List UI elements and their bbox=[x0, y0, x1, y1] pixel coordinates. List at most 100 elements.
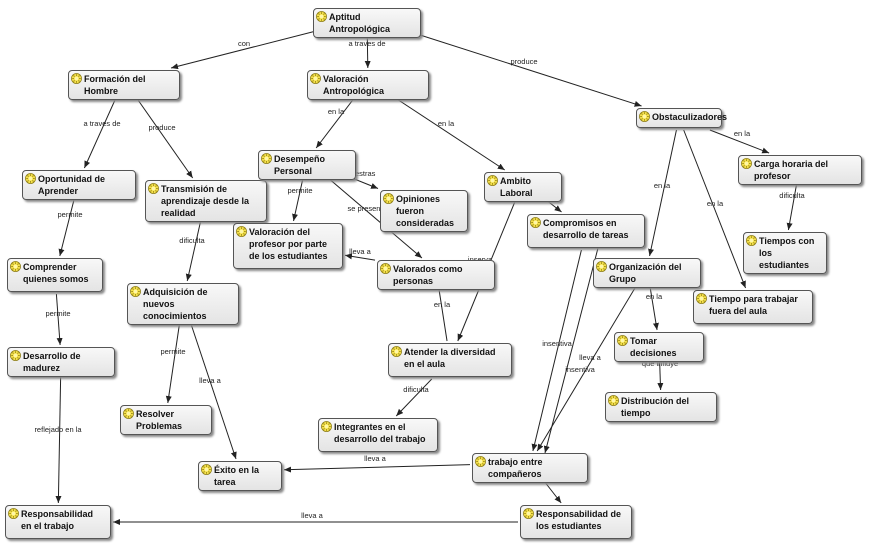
lightbulb-icon bbox=[523, 508, 534, 519]
link-label: permite bbox=[287, 186, 312, 195]
link-madurez-respTrabajo bbox=[55, 368, 62, 504]
concept-label: Comprender quienes somos bbox=[23, 262, 89, 284]
lightbulb-icon bbox=[316, 11, 327, 22]
concept-node-valorados[interactable]: Valorados como personas bbox=[377, 260, 495, 290]
link-label: en la bbox=[654, 181, 671, 190]
link-desempeno-valprofesor bbox=[292, 171, 305, 222]
link-label: reflejado en la bbox=[34, 425, 82, 434]
concept-label: Carga horaria del profesor bbox=[754, 159, 829, 181]
concept-label: Responsabilidad de los estudiantes bbox=[536, 509, 622, 531]
link-label: a traves de bbox=[348, 39, 385, 48]
concept-label: Éxito en la tarea bbox=[214, 465, 260, 487]
lightbulb-icon bbox=[596, 261, 607, 272]
link-valorados-valprofesor bbox=[344, 253, 376, 261]
concept-label: Tiempo para trabajar fuera del aula bbox=[709, 294, 798, 316]
link-label: dificulta bbox=[779, 191, 805, 200]
link-label: muestras bbox=[345, 169, 376, 178]
link-label: permite bbox=[160, 347, 185, 356]
concept-node-madurez[interactable]: Desarrollo de madurez bbox=[7, 347, 115, 377]
link-label: permite bbox=[45, 309, 70, 318]
lightbulb-icon bbox=[71, 73, 82, 84]
link-obstaculizadores-tiempotrabajar bbox=[683, 129, 747, 289]
concept-label: Tomar decisiones bbox=[630, 336, 677, 358]
lightbulb-icon bbox=[123, 408, 134, 419]
concept-node-tomar[interactable]: Tomar decisiones bbox=[614, 332, 704, 362]
link-organizacion-trabajo bbox=[536, 279, 641, 452]
concept-node-obstaculizadores[interactable]: Obstaculizadores bbox=[636, 108, 727, 128]
concept-label: Valoración Antropológica bbox=[323, 74, 384, 96]
link-label: lleva a bbox=[301, 511, 324, 520]
concept-label: Valorados como personas bbox=[393, 264, 463, 286]
lightbulb-icon bbox=[475, 456, 486, 467]
link-label: lleva a bbox=[364, 454, 387, 463]
concept-label: Formación del Hombre bbox=[84, 74, 146, 96]
concept-node-valoracion[interactable]: Valoración Antropológica bbox=[307, 70, 429, 100]
link-atender-valorados bbox=[435, 281, 448, 342]
link-aptitud-formacion bbox=[170, 29, 321, 70]
concept-node-distribucion[interactable]: Distribución del tiempo bbox=[605, 392, 717, 422]
link-trabajo-exito bbox=[283, 464, 471, 473]
concept-node-formacion[interactable]: Formación del Hombre bbox=[68, 70, 180, 100]
link-atender-integrantes bbox=[395, 378, 433, 417]
concept-label: trabajo entre compañeros bbox=[488, 457, 543, 479]
concept-node-exito[interactable]: Éxito en la tarea bbox=[198, 461, 282, 491]
link-compromisos-trabajo-2 bbox=[543, 247, 599, 454]
concept-node-transmision[interactable]: Transmisión de aprendizaje desde la real… bbox=[145, 180, 267, 222]
link-label: a traves de bbox=[83, 119, 120, 128]
link-label: dificulta bbox=[179, 236, 205, 245]
lightbulb-icon bbox=[261, 153, 272, 164]
lightbulb-icon bbox=[383, 193, 394, 204]
lightbulb-icon bbox=[696, 293, 707, 304]
link-label: permite bbox=[57, 210, 82, 219]
concept-node-opiniones[interactable]: Opiniones fueron consideradas bbox=[380, 190, 468, 232]
concept-node-tiempos[interactable]: Tiempos con los estudiantes bbox=[743, 232, 827, 274]
concept-node-tiempotrabajar[interactable]: Tiempo para trabajar fuera del aula bbox=[693, 290, 813, 324]
concept-node-resolver[interactable]: Resolver Problemas bbox=[120, 405, 212, 435]
link-transmision-adquisicion bbox=[185, 215, 203, 282]
link-valoracion-desempeno bbox=[315, 91, 360, 149]
link-valoracion-ambito bbox=[385, 91, 506, 171]
concept-label: Desarrollo de madurez bbox=[23, 351, 81, 373]
concept-node-organizacion[interactable]: Organización del Grupo bbox=[593, 258, 701, 288]
lightbulb-icon bbox=[310, 73, 321, 84]
concept-label: Aptitud Antropológica bbox=[329, 12, 390, 34]
lightbulb-icon bbox=[8, 508, 19, 519]
concept-node-atender[interactable]: Atender la diversidad en el aula bbox=[388, 343, 512, 377]
concept-node-respEstud[interactable]: Responsabilidad de los estudiantes bbox=[520, 505, 632, 539]
concept-label: Oportunidad de Aprender bbox=[38, 174, 105, 196]
concept-label: Resolver Problemas bbox=[136, 409, 183, 431]
concept-label: Ambito Laboral bbox=[500, 176, 533, 198]
lightbulb-icon bbox=[201, 464, 212, 475]
link-label: lleva a bbox=[349, 247, 372, 256]
concept-node-valprofesor[interactable]: Valoración del profesor por parte de los… bbox=[233, 223, 343, 269]
concept-node-respTrabajo[interactable]: Responsabilidad en el trabajo bbox=[5, 505, 111, 539]
concept-node-aptitud[interactable]: Aptitud Antropológica bbox=[313, 8, 421, 38]
concept-node-carga[interactable]: Carga horaria del profesor bbox=[738, 155, 862, 185]
lightbulb-icon bbox=[639, 111, 650, 122]
concept-node-oportunidad[interactable]: Oportunidad de Aprender bbox=[22, 170, 136, 200]
concept-node-compromisos[interactable]: Compromisos en desarrollo de tareas bbox=[527, 214, 645, 248]
concept-node-desempeno[interactable]: Desempeño Personal bbox=[258, 150, 356, 180]
link-label: en la bbox=[734, 129, 751, 138]
concept-node-adquisicion[interactable]: Adquisición de nuevos conocimientos bbox=[127, 283, 239, 325]
link-label: produce bbox=[510, 57, 537, 66]
concept-label: Desempeño Personal bbox=[274, 154, 326, 176]
link-comprender-madurez bbox=[55, 293, 63, 346]
lightbulb-icon bbox=[10, 261, 21, 272]
lightbulb-icon bbox=[236, 226, 247, 237]
link-compromisos-trabajo bbox=[531, 249, 582, 452]
link-aptitud-obstaculizadores bbox=[404, 29, 642, 107]
concept-label: Valoración del profesor por parte de los… bbox=[249, 227, 328, 261]
link-obstaculizadores-carga bbox=[709, 129, 770, 154]
link-label: lleva a bbox=[199, 376, 222, 385]
concept-label: Adquisición de nuevos conocimientos bbox=[143, 287, 208, 321]
concept-node-trabajo[interactable]: trabajo entre compañeros bbox=[472, 453, 588, 483]
link-formacion-oportunidad bbox=[83, 91, 120, 169]
concept-node-integrantes[interactable]: Integrantes en el desarrollo del trabajo bbox=[318, 418, 438, 452]
link-label: insentiva bbox=[542, 339, 572, 348]
concept-node-comprender[interactable]: Comprender quienes somos bbox=[7, 258, 103, 292]
concept-label: Organización del Grupo bbox=[609, 262, 682, 284]
link-formacion-transmision bbox=[132, 91, 194, 179]
link-adquisicion-exito bbox=[188, 318, 237, 460]
concept-node-ambito[interactable]: Ambito Laboral bbox=[484, 172, 562, 202]
